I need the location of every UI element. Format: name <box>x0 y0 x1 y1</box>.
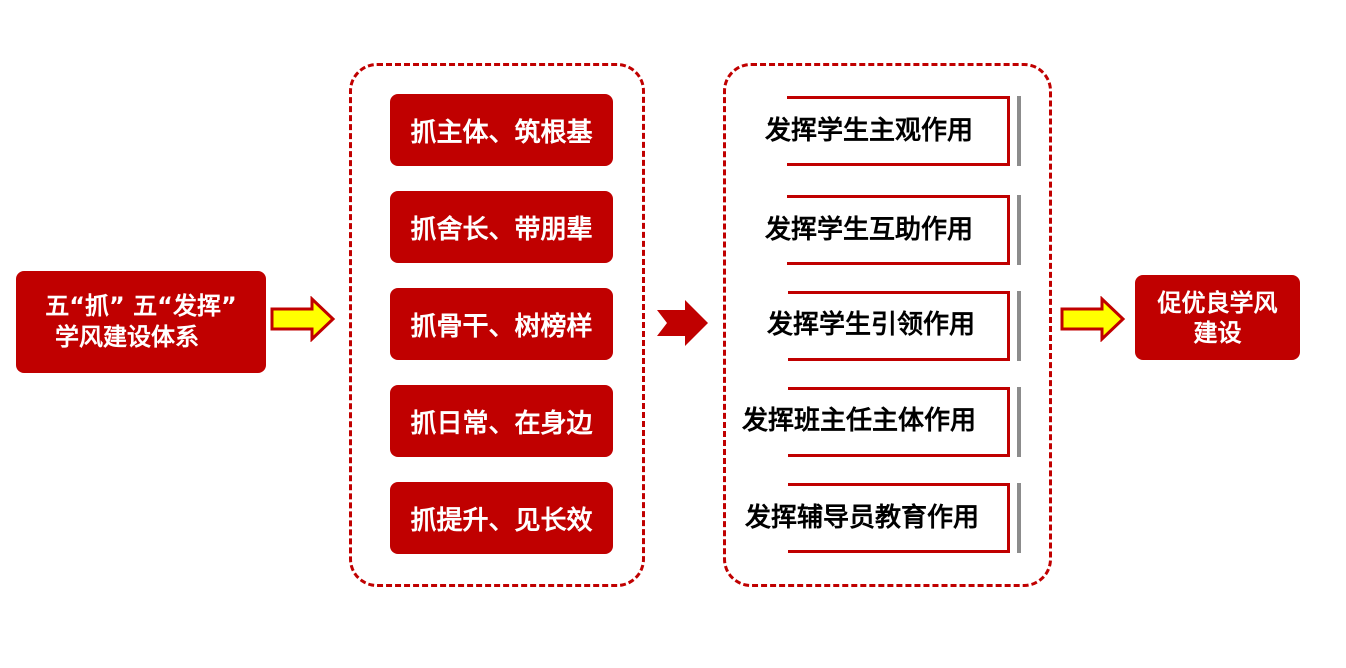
fahui-item-frame <box>788 483 1021 553</box>
fahui-item-label: 发挥辅导员教育作用 <box>745 503 980 533</box>
red-chevron-arrow-icon <box>657 300 708 346</box>
fahui-group <box>723 63 1052 587</box>
fahui-item-label: 发挥学生引领作用 <box>767 310 976 340</box>
zhua-item: 抓骨干、树榜样 <box>390 288 613 360</box>
zhua-item: 抓主体、筑根基 <box>390 94 613 166</box>
yellow-arrow-right-icon <box>1060 296 1126 342</box>
zhua-item: 抓舍长、带朋辈 <box>390 191 613 263</box>
fahui-item-label: 发挥班主任主体作用 <box>742 406 977 436</box>
fahui-item-frame <box>787 96 1021 166</box>
zhua-item: 抓日常、在身边 <box>390 385 613 457</box>
zhua-item: 抓提升、见长效 <box>390 482 613 554</box>
target-title-line2: 建设 <box>1193 318 1242 347</box>
target-box: 促优良学风 建设 <box>1135 275 1300 360</box>
zhua-group <box>349 63 645 587</box>
fahui-item-label: 发挥学生互助作用 <box>765 215 974 245</box>
source-title-line2: 学风建设体系 <box>55 323 199 351</box>
fahui-item-frame <box>788 291 1021 361</box>
source-box: 五“抓” 五“发挥” 学风建设体系 <box>16 271 266 373</box>
target-title-line1: 促优良学风 <box>1157 288 1278 317</box>
fahui-item-frame <box>787 195 1021 265</box>
source-title-line1: 五“抓” 五“发挥” <box>45 292 237 320</box>
fahui-item-label: 发挥学生主观作用 <box>765 116 974 146</box>
yellow-arrow-right-icon <box>270 296 336 342</box>
fahui-item-frame <box>788 387 1021 457</box>
